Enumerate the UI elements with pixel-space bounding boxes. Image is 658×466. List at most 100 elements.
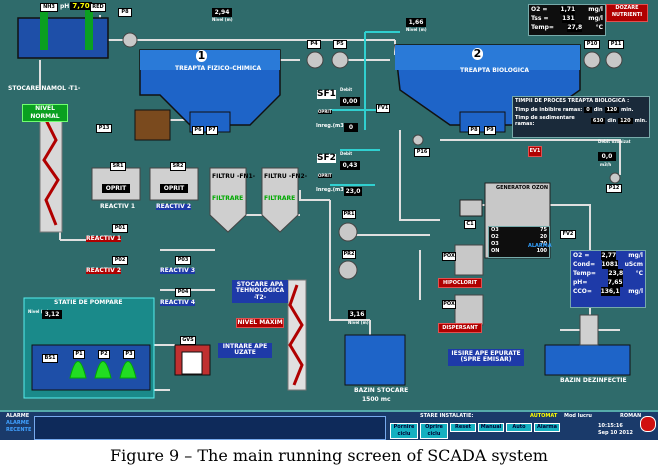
param-right-label-1: Cond= <box>573 261 596 268</box>
disinfection-basin <box>544 344 631 376</box>
stop-icon[interactable] <box>640 416 656 432</box>
pump-pr1[interactable] <box>338 222 358 242</box>
gen-row-label-2: O3 <box>491 241 499 247</box>
param-right-label-3: pH= <box>573 279 588 286</box>
install-state-label: STARE INSTALATIE: <box>420 413 474 419</box>
p10-tag: P10 <box>584 40 600 49</box>
sludge-status: NIVEL NORMAL <box>22 104 68 122</box>
status-btn-5[interactable]: Alarma <box>534 423 560 432</box>
red-tag: RED <box>90 3 106 12</box>
timer-sed-din: din <box>607 118 617 125</box>
param-top-value-0: 1,71 <box>560 5 576 14</box>
pump-p5[interactable] <box>331 51 349 69</box>
p8-tag: P8 <box>118 8 132 17</box>
timer-aer-din: din <box>593 107 603 114</box>
filter-fn1[interactable] <box>209 167 247 233</box>
stage2-pump-a[interactable]: P8 <box>468 126 480 135</box>
gvs-tag[interactable]: GVS <box>180 336 196 345</box>
valve-fv2[interactable]: FV2 <box>560 230 576 239</box>
clock-time: 10:15:16 <box>598 423 623 429</box>
status-btn-0[interactable]: Pornire ciclu <box>390 423 418 439</box>
sf2-cnt-label: Inreg.(m3) = <box>316 187 352 193</box>
valve-pr1[interactable]: PR1 <box>342 210 356 219</box>
storage-tank <box>344 334 406 386</box>
pump-p16[interactable] <box>412 134 424 146</box>
pump-p12[interactable] <box>609 172 621 184</box>
storage-level: 3,16 <box>348 310 366 319</box>
reactor1-tag: SR1 <box>110 162 126 171</box>
generator-alarm: ALARMA <box>528 243 552 249</box>
pump-p4[interactable] <box>306 51 324 69</box>
pump-p10[interactable] <box>583 51 601 69</box>
level2-unit: Nivel (m) <box>406 27 427 32</box>
pump-p1-tag[interactable]: P1 <box>73 350 85 359</box>
pump-p02-label: REACTIV 2 <box>86 267 121 275</box>
valve-pr2[interactable]: PR2 <box>342 250 356 259</box>
gen-row-label-1: O2 <box>491 234 499 240</box>
pump-p8-top[interactable] <box>122 32 138 48</box>
stage2-pump-b[interactable]: P9 <box>484 126 496 135</box>
alarms-line3[interactable]: RECENTE <box>6 427 32 433</box>
param-top-label-0: O2 = <box>531 6 548 13</box>
nh3-tag: NH3 <box>40 3 58 12</box>
pump-p01-tag[interactable]: P01 <box>112 224 128 233</box>
filter1-name: FILTRU -FN1- <box>212 173 256 180</box>
pump-p3-tag[interactable]: P3 <box>123 350 135 359</box>
level1-unit: Nivel (m) <box>212 17 233 22</box>
pump-p04-tag[interactable]: P04 <box>175 288 191 297</box>
ph-label: pH <box>60 3 70 10</box>
pump-bs1-tag[interactable]: BS1 <box>42 354 58 363</box>
gen-row-label-0: O3 <box>491 227 499 233</box>
sf2-flow: 0,43 <box>340 161 360 170</box>
timers-title: TIMPII DE PROCES TREAPTA BIOLOGICA : <box>515 98 630 104</box>
gen-row-value-1: 20 <box>540 234 547 240</box>
dozare-nutrienti-button[interactable]: DOZARE NUTRIENTI <box>606 4 648 22</box>
sf1-state: OPRIT <box>318 109 332 115</box>
param-top-unit-1: mg/l <box>588 15 603 22</box>
param-top-label-2: Temp= <box>531 24 554 31</box>
filter-fn2[interactable] <box>261 167 299 233</box>
p5-tag: P5 <box>333 40 347 49</box>
param-right-unit-2: °C <box>635 270 643 277</box>
param-right-value-0: 2,77 <box>601 251 617 260</box>
param-right-value-2: 23,8 <box>608 269 624 278</box>
pump-p2-tag[interactable]: P2 <box>98 350 110 359</box>
alarms-line2[interactable]: ALARME <box>6 420 30 426</box>
valve-fv1[interactable]: FV1 <box>376 104 390 113</box>
param-top-value-1: 131 <box>562 14 575 23</box>
p11-tag: P11 <box>608 40 624 49</box>
timer-sed-total: 120 <box>618 118 633 125</box>
valve-p12[interactable]: P12 <box>606 184 622 193</box>
pump-p13-tag[interactable]: P13 <box>96 124 112 133</box>
param-right-value-4: 136,1 <box>600 287 620 296</box>
compressor-c1[interactable]: C1 <box>464 220 476 229</box>
clock-date: Sep 10 2012 <box>598 430 633 436</box>
pump-p02-tag[interactable]: P02 <box>112 256 128 265</box>
stage1-pump-b[interactable]: P7 <box>206 126 218 135</box>
status-btn-4[interactable]: Auto <box>506 423 532 432</box>
sf2-cnt: 23,0 <box>344 187 362 196</box>
pump-p03-tag[interactable]: P03 <box>175 256 191 265</box>
pump-p04-label: REACTIV 4 <box>160 299 195 307</box>
status-btn-2[interactable]: Reset <box>450 423 476 432</box>
scada-screen: NH3 pH 7,70 RED P8 2,94 Nivel (m) 1 TREA… <box>0 0 658 440</box>
pump-p11[interactable] <box>605 51 623 69</box>
reactor2-state: OPRIT <box>160 184 188 193</box>
level2-value: 1,66 <box>406 18 426 27</box>
ozone-debit-unit: m3/h <box>600 162 612 167</box>
status-btn-3[interactable]: Manual <box>478 423 504 432</box>
ph-value: 7,70 <box>70 2 92 10</box>
gen-row-label-3: ON <box>491 248 500 254</box>
valve-p16[interactable]: P16 <box>414 148 430 157</box>
status-btn-1[interactable]: Oprire ciclu <box>420 423 448 439</box>
param-right-value-1: 1081 <box>601 260 619 269</box>
valve-ev1[interactable]: EV1 <box>528 146 542 157</box>
stage1-pump-a[interactable]: P6 <box>192 126 204 135</box>
pumping-level: 3,12 <box>42 310 62 319</box>
storage-name: BAZIN STOCARE <box>354 387 409 394</box>
reactor2-tag: SR2 <box>170 162 186 171</box>
pump-pr2[interactable] <box>338 260 358 280</box>
timer-sed-min: 630 <box>590 118 606 125</box>
tech-water-title: STOCARE APA TEHNOLOGICA -T2- <box>232 280 288 303</box>
alarms-line1[interactable]: ALARME <box>6 413 30 419</box>
